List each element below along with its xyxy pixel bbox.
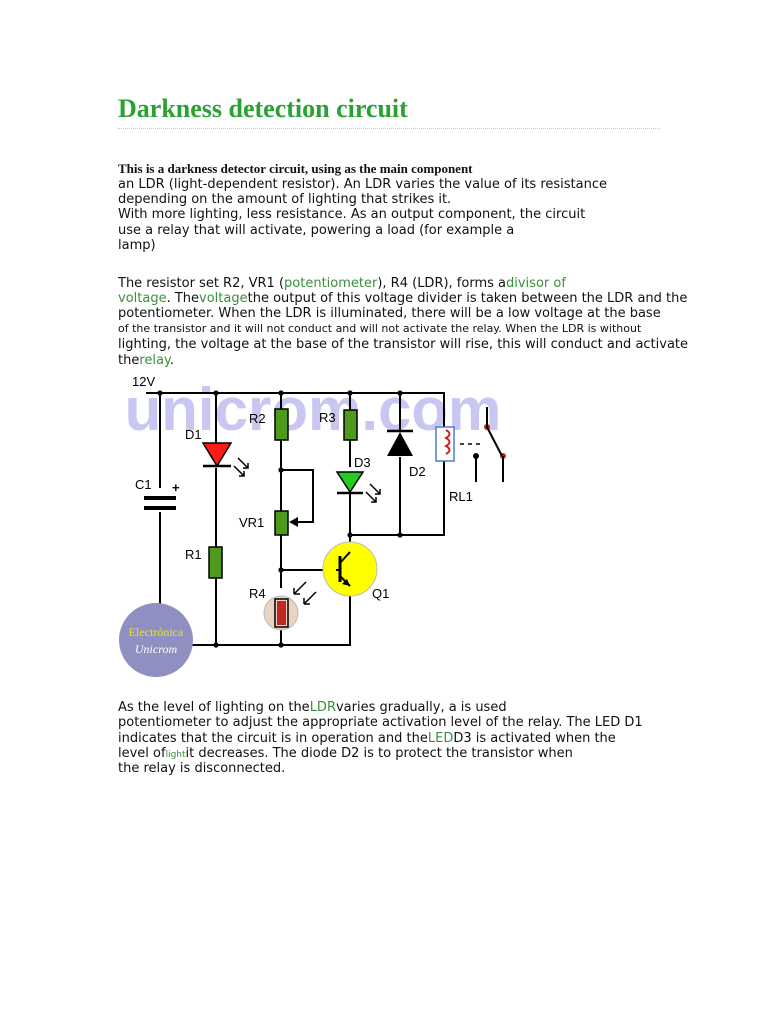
text-span: varies gradually, a is used xyxy=(335,700,507,715)
text-span: the output of this voltage divider is ta… xyxy=(247,291,688,306)
diode-d2 xyxy=(387,429,413,456)
resistor-r1 xyxy=(208,546,223,579)
label-plus: + xyxy=(172,480,180,495)
text-span: D3 is activated when the xyxy=(453,731,616,746)
label-r3: R3 xyxy=(319,410,336,425)
text-span: indicates that the circuit is in operati… xyxy=(118,731,428,746)
p2-line-3: potentiometer. When the LDR is illuminat… xyxy=(118,306,661,321)
transistor-q1 xyxy=(322,541,378,597)
link-potentiometer[interactable]: potentiometer xyxy=(284,276,378,291)
text-span: the xyxy=(118,353,140,368)
link-relay[interactable]: relay xyxy=(139,353,170,368)
ldr-r4 xyxy=(263,581,317,631)
title-divider xyxy=(118,128,660,129)
p2-line-6: therelay. xyxy=(118,353,174,369)
p2-line-2: voltage. Thevoltagethe output of this vo… xyxy=(118,291,687,307)
label-12v: 12V xyxy=(132,374,155,389)
text-span: ), R4 (LDR), forms a xyxy=(377,276,506,291)
logo-bottom-text: Unicrom xyxy=(135,642,178,656)
intro-line-4: use a relay that will activate, powering… xyxy=(118,223,515,238)
p3-line-3: indicates that the circuit is in operati… xyxy=(118,731,616,747)
label-d2: D2 xyxy=(409,464,426,479)
p3-line-1: As the level of lighting on theLDRvaries… xyxy=(118,700,507,716)
resistor-r3 xyxy=(343,409,358,441)
link-voltage[interactable]: voltage xyxy=(118,291,167,306)
label-q1: Q1 xyxy=(372,586,389,601)
text-span: The resistor set R2, VR1 ( xyxy=(118,276,285,291)
p3-line-4: level oflightit decreases. The diode D2 … xyxy=(118,746,573,763)
p3-line-2: potentiometer to adjust the appropriate … xyxy=(118,715,643,730)
circuit-diagram: unicrom.com xyxy=(119,374,506,677)
p2-line-5: lighting, the voltage at the base of the… xyxy=(118,337,689,352)
capacitor-c1 xyxy=(144,488,176,512)
relay-rl1 xyxy=(435,407,506,482)
label-rl1: RL1 xyxy=(449,489,473,504)
text-span: . xyxy=(169,353,174,368)
p2-line-4: of the transistor and it will not conduc… xyxy=(118,322,642,335)
logo-top-text: Electrónica xyxy=(129,625,184,639)
link-led[interactable]: LED xyxy=(427,731,454,746)
led-d3 xyxy=(335,471,381,503)
link-light[interactable]: light xyxy=(165,750,186,760)
label-d1: D1 xyxy=(185,427,202,442)
intro-line-1: an LDR (light-dependent resistor). An LD… xyxy=(118,177,607,192)
led-d1 xyxy=(201,442,249,477)
label-c1: C1 xyxy=(135,477,152,492)
intro-bold: This is a darkness detector circuit, usi… xyxy=(118,161,473,176)
intro-line-2: depending on the amount of lighting that… xyxy=(118,192,452,207)
page-title: Darkness detection circuit xyxy=(118,94,408,123)
label-r1: R1 xyxy=(185,547,202,562)
label-r2: R2 xyxy=(249,411,266,426)
text-span: level of xyxy=(118,746,166,761)
electronica-unicrom-logo: Electrónica Unicrom xyxy=(119,603,193,677)
label-vr1: VR1 xyxy=(239,515,264,530)
intro-line-3: With more lighting, less resistance. As … xyxy=(118,207,586,222)
link-ldr[interactable]: LDR xyxy=(309,700,336,715)
label-r4: R4 xyxy=(249,586,266,601)
intro-line-5: lamp) xyxy=(118,238,156,253)
link-voltage-2[interactable]: voltage xyxy=(199,291,248,306)
text-span: . The xyxy=(166,291,200,306)
resistor-r2 xyxy=(274,408,289,441)
potentiometer-vr1 xyxy=(274,510,298,536)
text-span: As the level of lighting on the xyxy=(118,700,310,715)
p2-line-1: The resistor set R2, VR1 (potentiometer)… xyxy=(118,276,566,292)
label-d3: D3 xyxy=(354,455,371,470)
text-span: it decreases. The diode D2 is to protect… xyxy=(185,746,573,761)
p3-line-5: the relay is disconnected. xyxy=(118,761,286,776)
link-divisor-of[interactable]: divisor of xyxy=(506,276,566,291)
